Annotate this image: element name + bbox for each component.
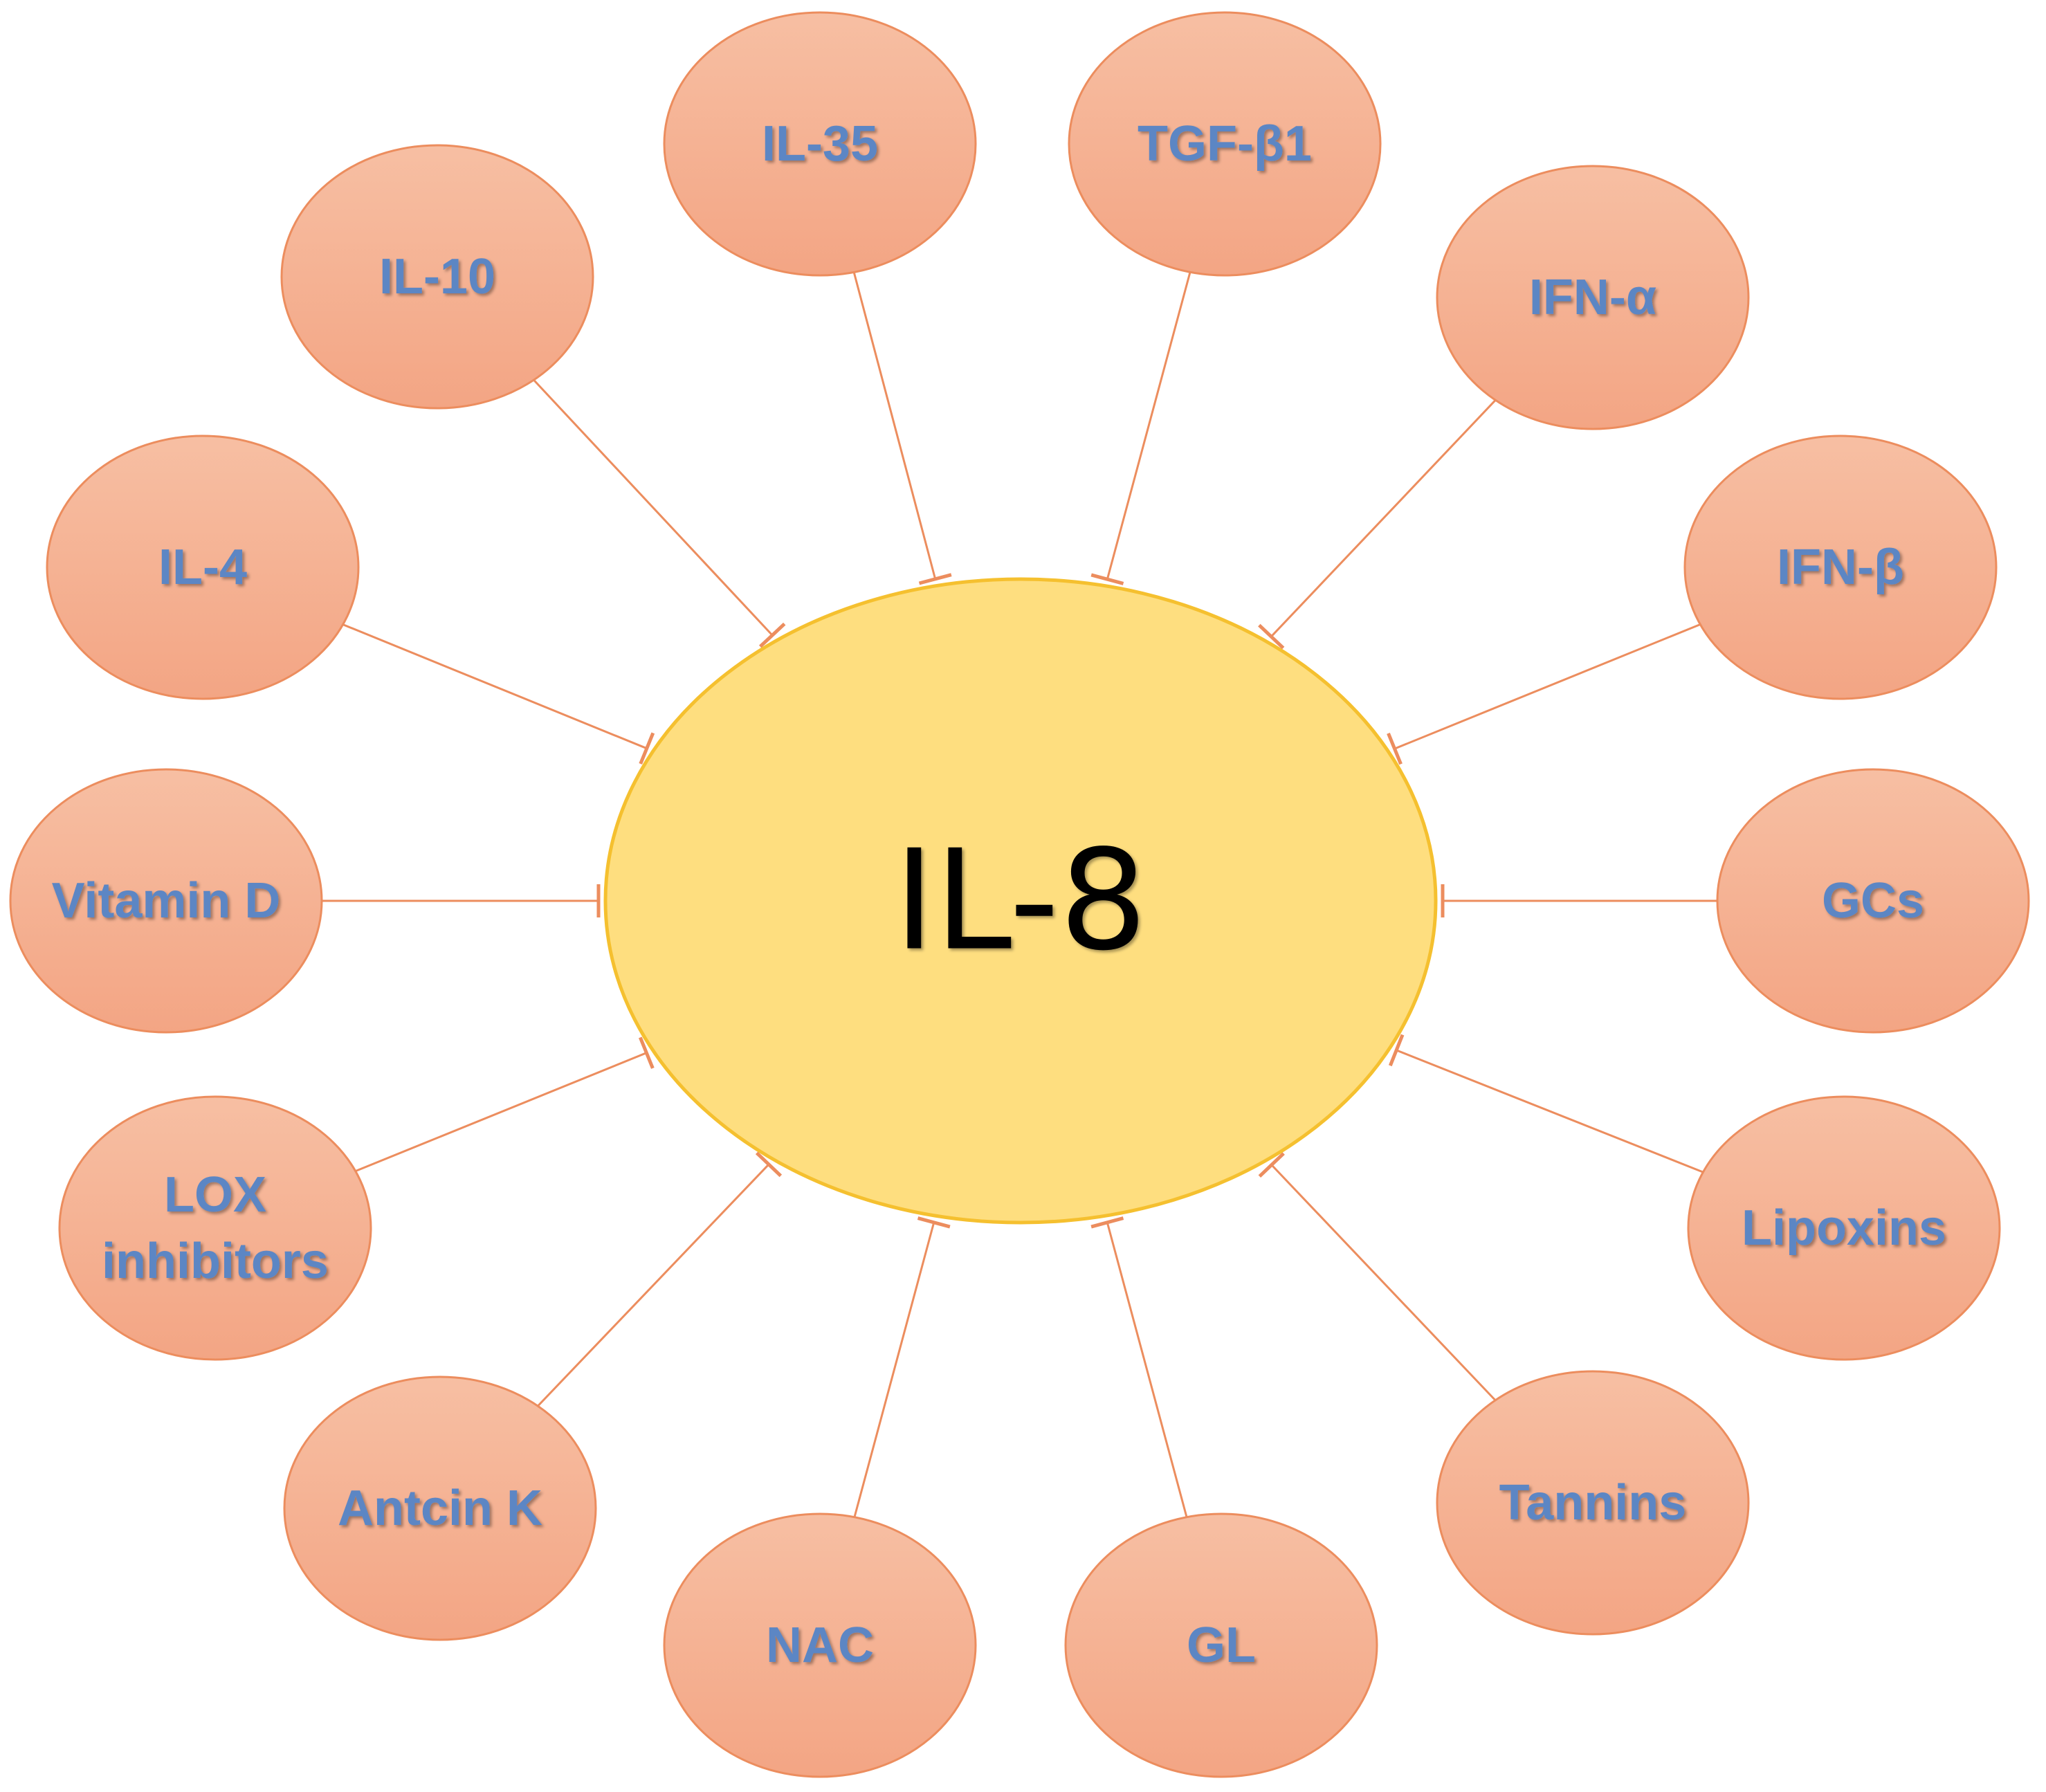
inhibition-bar-tgf-b1 — [1090, 573, 1124, 585]
node-ellipse-ifn-b — [1683, 435, 1998, 700]
edge-il-35 — [852, 272, 952, 585]
edge-ifn-b — [1387, 623, 1701, 765]
edges — [322, 271, 1717, 1518]
inhibition-bar-ifn-a — [1258, 623, 1285, 650]
node-nac: NAC — [663, 1512, 977, 1778]
node-label-lipoxins: Lipoxins — [1742, 1200, 1946, 1256]
node-lipoxins: Lipoxins — [1687, 1095, 2001, 1361]
edge-line-lipoxins — [1396, 1049, 1704, 1173]
node-label-antcin-k: Antcin K — [338, 1481, 542, 1536]
node-label-ifn-a: IFN-α — [1529, 270, 1656, 325]
node-il-35: IL-35 — [663, 11, 977, 277]
edge-nac — [853, 1216, 951, 1518]
inhibition-bar-tannins — [1258, 1152, 1285, 1178]
edge-line-lox-inhibitors — [355, 1052, 647, 1173]
edge-vitamin-d — [322, 884, 601, 917]
edge-antcin-k — [537, 1151, 783, 1407]
edge-line-nac — [853, 1222, 935, 1518]
node-vitamin-d: Vitamin D — [9, 768, 323, 1034]
node-label-nac: NAC — [766, 1618, 874, 1673]
node-ellipse-ifn-a — [1436, 165, 1750, 430]
node-il-10: IL-10 — [280, 144, 594, 410]
edge-lipoxins — [1388, 1034, 1704, 1173]
inhibition-bar-ifn-b — [1387, 732, 1403, 765]
node-ellipse-antcin-k — [283, 1375, 597, 1641]
edge-line-tannins — [1270, 1164, 1497, 1401]
node-label-gl: GL — [1187, 1618, 1256, 1673]
edge-line-ifn-b — [1394, 623, 1701, 750]
node-ellipse-gcs — [1716, 768, 2030, 1034]
edge-tgf-b1 — [1090, 271, 1191, 585]
edge-line-il-10 — [533, 379, 774, 637]
node-label-il-4: IL-4 — [158, 540, 247, 595]
node-il-4: IL-4 — [46, 435, 360, 700]
node-ellipse-tgf-b1 — [1068, 11, 1382, 277]
node-tgf-b1: TGF-β1 — [1068, 11, 1382, 277]
node-lox-inhibitors: LOX inhibitors — [58, 1095, 372, 1361]
nodes: IL-35 TGF-β1IFN-αIFN-βGCsLipoxinsTanninsG… — [9, 11, 2030, 1778]
edge-line-il-4 — [342, 623, 648, 750]
node-label-lox-inhibitors-line-2: inhibitors — [102, 1234, 329, 1289]
node-ellipse-il-10 — [280, 144, 594, 410]
node-gcs: GCs — [1716, 768, 2030, 1034]
node-ellipse-nac — [663, 1512, 977, 1778]
inhibition-bar-gl — [1090, 1216, 1124, 1229]
inhibition-bar-lox-inhibitors — [638, 1036, 655, 1069]
edge-gcs — [1441, 884, 1717, 917]
node-label-il-35: IL-35 — [762, 116, 878, 172]
node-gl: GL — [1064, 1512, 1378, 1778]
edge-lox-inhibitors — [355, 1036, 655, 1173]
node-ellipse-tannins — [1436, 1370, 1750, 1636]
inhibition-bar-antcin-k — [755, 1151, 783, 1178]
center-node: IL-8 — [603, 577, 1438, 1225]
node-ellipse-il-4 — [46, 435, 360, 700]
node-label-ifn-b: IFN-β — [1777, 540, 1904, 595]
node-label-il-10: IL-10 — [379, 249, 495, 304]
edge-il-4 — [342, 623, 655, 765]
node-ellipse-lipoxins — [1687, 1095, 2001, 1361]
inhibition-bar-il-10 — [758, 622, 786, 648]
edge-line-gl — [1106, 1222, 1188, 1518]
node-label-lox-inhibitors-line-1: LOX — [164, 1167, 266, 1223]
node-label-gcs: GCs — [1822, 873, 1924, 929]
edge-line-tgf-b1 — [1106, 271, 1191, 580]
node-ellipse-vitamin-d — [9, 768, 323, 1034]
inhibition-bar-il-4 — [639, 732, 655, 765]
node-label-tgf-b1: TGF-β1 — [1138, 116, 1312, 172]
inhibition-bar-nac — [917, 1216, 951, 1229]
edge-gl — [1090, 1216, 1188, 1518]
inhibition-bar-lipoxins — [1388, 1034, 1405, 1067]
edge-tannins — [1258, 1152, 1497, 1401]
edge-line-antcin-k — [537, 1163, 770, 1407]
edge-line-ifn-a — [1270, 399, 1497, 638]
inhibition-bar-il-35 — [918, 573, 952, 585]
node-ellipse-il-35 — [663, 11, 977, 277]
center-label: IL-8 — [894, 821, 1147, 982]
node-label-vitamin-d: Vitamin D — [52, 873, 281, 929]
node-ifn-b: IFN-β — [1683, 435, 1998, 700]
edge-il-10 — [533, 379, 786, 648]
node-ifn-a: IFN-α — [1436, 165, 1750, 430]
edge-line-il-35 — [852, 272, 937, 580]
edge-ifn-a — [1258, 399, 1497, 650]
node-tannins: Tannins — [1436, 1370, 1750, 1636]
node-ellipse-lox-inhibitors — [58, 1095, 372, 1361]
node-ellipse-gl — [1064, 1512, 1378, 1778]
node-antcin-k: Antcin K — [283, 1375, 597, 1641]
center-ellipse — [603, 577, 1438, 1225]
node-label-tannins: Tannins — [1499, 1475, 1687, 1530]
